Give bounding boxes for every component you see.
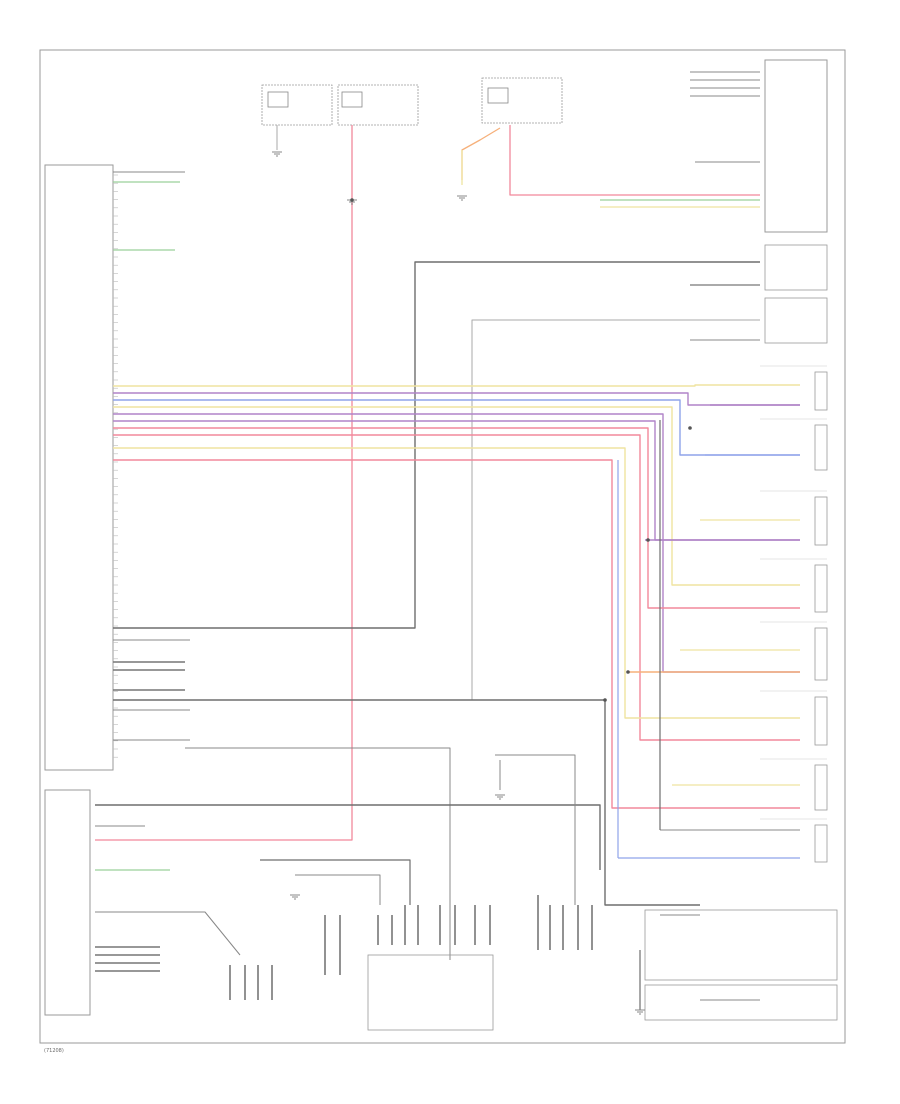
fuse-box-1 xyxy=(261,84,333,126)
wire-red-fuse2-down xyxy=(95,125,353,841)
wire-antenna-feed xyxy=(260,859,411,905)
speaker-connector-2 xyxy=(814,496,828,546)
wire-gray-bus xyxy=(471,319,760,700)
splice-dot xyxy=(603,698,607,702)
speaker-connector-5 xyxy=(814,696,828,746)
speaker-connector-3 xyxy=(814,564,828,613)
wire-black-lower xyxy=(95,804,601,870)
footer-code: (71208) xyxy=(44,1048,64,1054)
wire-gray-to-antenna xyxy=(185,747,451,960)
module-amp-box xyxy=(764,244,828,291)
left-module xyxy=(44,164,118,771)
grounds xyxy=(272,151,692,1015)
bottom-connectors xyxy=(229,895,593,1000)
wire-antenna-feed-2 xyxy=(295,874,381,905)
wire-signal-0 xyxy=(113,384,800,387)
wire-black-bus-1 xyxy=(113,261,760,629)
bottom-components xyxy=(229,895,838,1031)
wire-antenna-right xyxy=(495,754,576,905)
wire-signal-6 xyxy=(113,427,800,609)
right-components xyxy=(760,244,828,863)
speaker-connector-6 xyxy=(814,764,828,811)
wires xyxy=(95,71,800,1010)
wire-signal-8 xyxy=(113,447,800,719)
rear-box-lower xyxy=(644,984,838,1021)
wire-signal-5 xyxy=(113,420,800,541)
rear-box-right xyxy=(644,909,838,981)
fuse-box-2 xyxy=(337,84,419,126)
wire-signal-9 xyxy=(113,459,800,809)
wire-signal-1 xyxy=(113,392,800,406)
splice-dot xyxy=(350,198,354,202)
wire-black-bus-2 xyxy=(113,699,700,906)
lower-left-module xyxy=(44,789,91,1016)
splice-dot xyxy=(688,426,692,430)
wire-orange-fuse3 xyxy=(461,127,501,180)
top-right-module xyxy=(764,59,828,233)
speaker-connector-4 xyxy=(814,627,828,681)
wire-signal-7 xyxy=(113,434,800,741)
speaker-connector-0 xyxy=(814,371,828,411)
wire-signal-4 xyxy=(113,413,800,673)
fuse-box-3 xyxy=(481,77,563,124)
wire-gray-lower xyxy=(95,911,241,956)
wire-red-fuse3 xyxy=(509,125,760,196)
radio-antenna-box xyxy=(367,954,494,1031)
splice-dot xyxy=(626,670,630,674)
splice-dot xyxy=(646,538,650,542)
speaker-connector-7 xyxy=(814,824,828,863)
wire-signal-3 xyxy=(113,406,800,586)
module-antenna-box xyxy=(764,297,828,344)
speaker-connector-1 xyxy=(814,424,828,471)
left-module-pins xyxy=(113,174,118,758)
diagram-border xyxy=(39,49,846,1044)
